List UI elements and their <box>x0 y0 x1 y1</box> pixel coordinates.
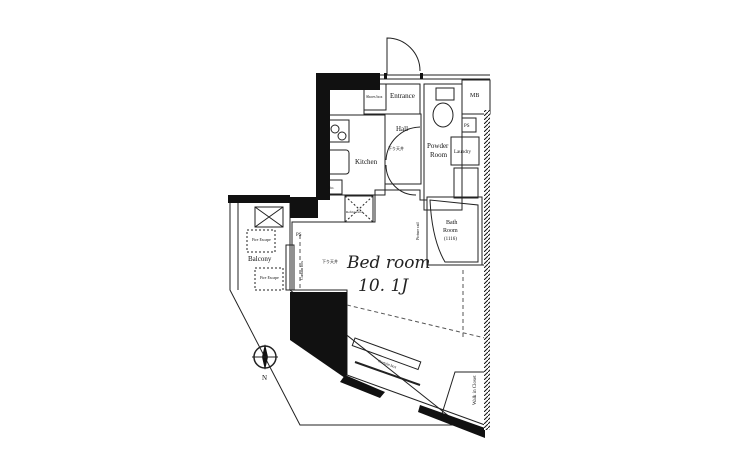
shoes-box-label: Shoes box <box>366 94 383 99</box>
bedroom-label: Bed room <box>346 253 431 273</box>
compass-icon <box>252 344 278 370</box>
ps-label-2: PS <box>296 233 302 238</box>
mb-label: MB <box>470 93 479 99</box>
fire-escape-label-2: Fire Escape <box>260 275 279 280</box>
entrance-label: Entrance <box>390 92 415 100</box>
ps-label: PS <box>464 124 470 129</box>
powder-room-label-1: Powder <box>427 142 449 150</box>
entrance-door <box>386 37 421 75</box>
kitchen-label: Kitchen <box>355 158 378 166</box>
lowered-ceiling-label: 下り天井 <box>322 258 338 264</box>
hall-label: Hall <box>396 125 408 133</box>
curtain-box-label: Curtain box <box>299 261 304 280</box>
laundry-label: Laundry <box>454 150 471 155</box>
curtain-box <box>351 337 422 371</box>
walk-in-closet-label: Walk in Closet <box>473 375 478 405</box>
powder-room-label-2: Room <box>430 151 448 159</box>
curtain-box-label-2: Curtain box <box>378 358 398 369</box>
compass-north-label: N <box>262 374 267 382</box>
bath-label-3: (1116) <box>444 237 457 242</box>
laundry <box>450 136 480 166</box>
toilet <box>432 102 454 128</box>
balcony-label: Balcony <box>248 255 272 263</box>
storage-label: Sto. <box>328 185 334 190</box>
kitchen <box>322 114 386 196</box>
balcony-door <box>285 244 295 291</box>
bath-label-2: Room <box>443 228 458 234</box>
bath-label-1: Bath <box>446 220 457 226</box>
powder-room <box>423 83 463 211</box>
fire-escape <box>246 229 276 253</box>
bedroom-size: 10. 1J <box>358 276 409 296</box>
walls <box>228 73 490 438</box>
sink <box>326 149 350 175</box>
picture-rail-label: Picture rail <box>415 221 420 240</box>
mb <box>461 79 491 115</box>
bedroom <box>291 189 486 426</box>
walk-in-closet <box>439 371 485 421</box>
lowered-ceiling-label-2: 下り天井 <box>388 145 404 151</box>
fire-escape-label: Fire Escape <box>252 237 271 242</box>
refrigerator-label: Refrigerator <box>346 210 364 214</box>
